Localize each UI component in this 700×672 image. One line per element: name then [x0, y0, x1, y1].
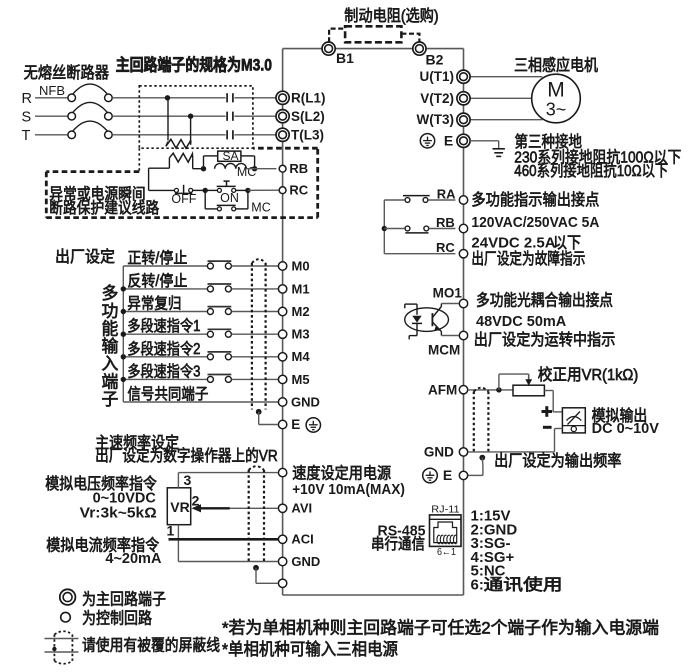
svg-text:ON: ON	[220, 191, 239, 205]
svg-text:功: 功	[102, 302, 119, 321]
svg-text:出厂设定为运转中指示: 出厂设定为运转中指示	[474, 331, 616, 349]
svg-text:以下: 以下	[553, 235, 581, 252]
svg-text:RJ-11: RJ-11	[431, 504, 459, 516]
svg-text:MO1: MO1	[433, 286, 463, 301]
svg-text:0~10VDC: 0~10VDC	[93, 491, 157, 507]
svg-text:出厂设定: 出厂设定	[55, 248, 115, 266]
svg-text:*单相机种可输入三相电源: *单相机种可输入三相电源	[222, 640, 398, 659]
svg-text:出厂设定为数字操作器上的VR: 出厂设定为数字操作器上的VR	[95, 447, 278, 465]
svg-text:NFB: NFB	[39, 83, 65, 98]
svg-text:入: 入	[102, 355, 119, 374]
svg-text:M4: M4	[292, 349, 311, 364]
svg-text:OFF: OFF	[171, 192, 196, 206]
svg-text:U(T1): U(T1)	[420, 69, 455, 84]
svg-text:MCM: MCM	[428, 343, 460, 358]
svg-text:断路保护建议线路: 断路保护建议线路	[49, 200, 159, 217]
svg-text:速度设定用电源: 速度设定用电源	[292, 464, 391, 482]
svg-text:B1: B1	[336, 50, 354, 66]
svg-text:GND: GND	[291, 554, 320, 569]
svg-text:R(L1): R(L1)	[291, 91, 326, 106]
svg-text:多功能指示输出接点: 多功能指示输出接点	[471, 191, 599, 209]
svg-text:RA: RA	[437, 187, 456, 202]
svg-text:异常复归: 异常复归	[127, 296, 181, 313]
svg-text:主回路端子的规格为M3.0: 主回路端子的规格为M3.0	[116, 55, 272, 74]
svg-text:E: E	[444, 133, 453, 149]
svg-text:多段速指令3: 多段速指令3	[127, 363, 200, 380]
svg-text:Vr:3k~5kΩ: Vr:3k~5kΩ	[80, 506, 157, 522]
svg-text:RC: RC	[436, 240, 455, 255]
svg-text:1: 1	[167, 523, 175, 539]
svg-text:多段速指令1: 多段速指令1	[127, 318, 200, 335]
svg-text:能: 能	[102, 319, 119, 338]
svg-text:S(L2): S(L2)	[291, 109, 325, 124]
svg-text:3~: 3~	[546, 100, 567, 120]
svg-text:多段速指令2: 多段速指令2	[127, 341, 200, 358]
svg-text:GND: GND	[291, 395, 320, 410]
svg-text:6:: 6:	[471, 577, 484, 594]
svg-text:第三种接地: 第三种接地	[515, 133, 583, 151]
svg-text:串行通信: 串行通信	[371, 536, 425, 553]
svg-text:为控制回路: 为控制回路	[82, 610, 152, 628]
svg-text:RB: RB	[436, 215, 455, 230]
svg-text:W(T3): W(T3)	[417, 112, 455, 127]
svg-text:制动电阻(选购): 制动电阻(选购)	[344, 7, 438, 25]
svg-text:为主回路端子: 为主回路端子	[82, 590, 166, 608]
svg-text:输: 输	[102, 337, 119, 356]
svg-text:反转/停止: 反转/停止	[127, 273, 187, 290]
svg-text:端: 端	[102, 372, 119, 391]
svg-text:出厂设定为故障指示: 出厂设定为故障指示	[471, 250, 585, 268]
svg-text:460系列接地阻抗10Ω以下: 460系列接地阻抗10Ω以下	[514, 162, 668, 180]
svg-text:三相感应电机: 三相感应电机	[514, 56, 598, 75]
svg-text:2: 2	[192, 493, 200, 509]
svg-text:R: R	[22, 91, 32, 107]
svg-text:RC: RC	[289, 182, 308, 197]
svg-text:M: M	[547, 79, 565, 102]
svg-text:AFM: AFM	[428, 382, 457, 397]
svg-text:ACI: ACI	[291, 532, 313, 547]
svg-text:多: 多	[102, 284, 119, 303]
svg-text:M3: M3	[292, 327, 310, 342]
svg-text:校正用VR(1kΩ): 校正用VR(1kΩ)	[538, 366, 639, 384]
svg-text:正转/停止: 正转/停止	[127, 250, 187, 267]
svg-text:SA: SA	[223, 149, 239, 163]
svg-text:M1: M1	[292, 281, 310, 296]
svg-text:VR: VR	[170, 499, 189, 515]
svg-text:子: 子	[102, 390, 119, 409]
svg-text:DC 0~10V: DC 0~10V	[592, 421, 660, 437]
svg-text:4~20mA: 4~20mA	[105, 551, 162, 567]
svg-text:6←1: 6←1	[437, 546, 456, 558]
svg-text:RB: RB	[289, 161, 308, 176]
svg-text:AVI: AVI	[291, 501, 312, 516]
svg-text:24VDC 2.5A: 24VDC 2.5A	[471, 235, 555, 252]
svg-text:多功能光耦合输出接点: 多功能光耦合输出接点	[476, 291, 613, 309]
svg-text:M2: M2	[292, 304, 310, 319]
svg-text:S: S	[22, 109, 32, 125]
svg-text:E: E	[291, 417, 300, 432]
svg-text:GND: GND	[424, 445, 454, 460]
svg-text:E: E	[443, 467, 452, 483]
svg-text:通讯使用: 通讯使用	[484, 576, 563, 594]
svg-text:T(L3): T(L3)	[291, 128, 324, 143]
svg-text:V(T2): V(T2)	[420, 91, 454, 106]
svg-text:M5: M5	[292, 372, 310, 387]
svg-text:无熔丝断路器: 无熔丝断路器	[24, 64, 110, 82]
svg-text:出厂设定为输出频率: 出厂设定为输出频率	[494, 452, 621, 470]
svg-text:B2: B2	[426, 52, 444, 68]
svg-text:48VDC 50mA: 48VDC 50mA	[476, 314, 567, 330]
svg-text:*若为单相机种则主回路端子可任选2个端子作为输入电源端: *若为单相机种则主回路端子可任选2个端子作为输入电源端	[222, 618, 659, 637]
svg-text:信号共同端子: 信号共同端子	[127, 386, 208, 403]
svg-text:120VAC/250VAC 5A: 120VAC/250VAC 5A	[471, 214, 599, 231]
svg-text:+10V 10mA(MAX): +10V 10mA(MAX)	[292, 481, 405, 498]
svg-text:T: T	[22, 128, 31, 144]
svg-text:MC: MC	[251, 201, 270, 215]
svg-text:M0: M0	[292, 258, 310, 273]
svg-text:3: 3	[184, 472, 192, 488]
svg-text:请使用有被覆的屏蔽线: 请使用有被覆的屏蔽线	[82, 637, 220, 655]
